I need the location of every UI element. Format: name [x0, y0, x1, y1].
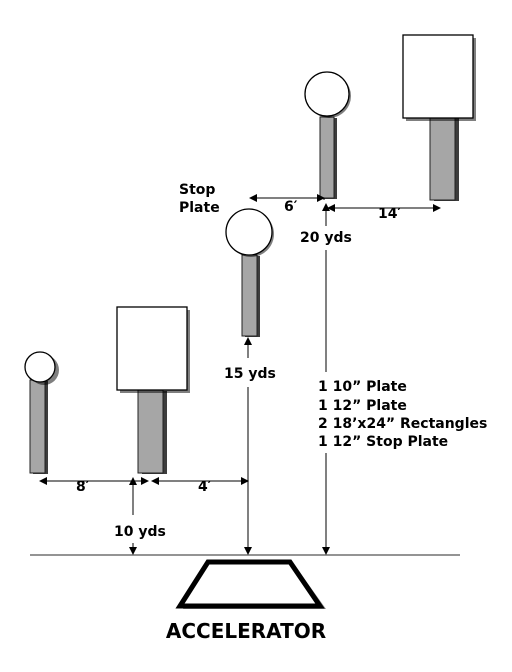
top-plate-target [304, 71, 351, 199]
target-list-item-2: 1 12” Plate [318, 398, 407, 414]
distance-15yds-label: 15 yds [224, 366, 276, 382]
rectangle-target-left [116, 306, 190, 474]
shooting-box [175, 559, 326, 609]
distance-10yds-label: 10 yds [114, 524, 166, 540]
stage-title: ACCELERATOR [166, 619, 326, 643]
rectangle-target-right [402, 34, 476, 201]
stop-plate-label-line2: Plate [179, 200, 220, 216]
dimension-8ft-label: 8′ [76, 479, 90, 495]
stop-plate-label-line1: Stop [179, 182, 215, 198]
target-list-item-1: 1 10” Plate [318, 379, 407, 395]
target-list-item-3: 2 18’x24” Rectangles [318, 416, 487, 432]
small-plate-target-left [24, 351, 59, 474]
target-list-item-4: 1 12” Stop Plate [318, 434, 448, 450]
stop-plate-target [225, 208, 274, 337]
dimension-4ft-label: 4′ [198, 479, 212, 495]
dimension-14ft-label: 14′ [378, 206, 401, 222]
dimension-6ft-label: 6′ [284, 199, 298, 215]
dimension-6ft [249, 194, 325, 202]
distance-20yds-label: 20 yds [300, 230, 352, 246]
